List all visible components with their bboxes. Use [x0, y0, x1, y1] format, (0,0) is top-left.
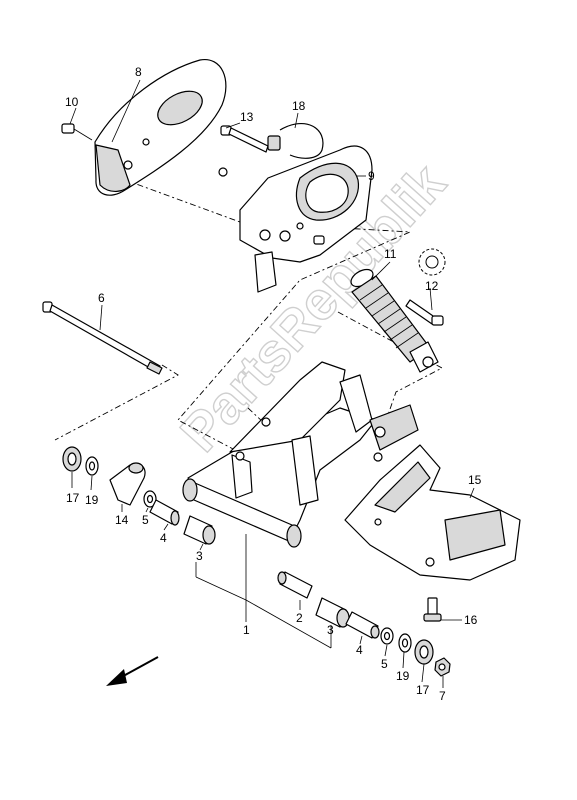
- callout-16: 16: [464, 613, 478, 627]
- clip-18: [267, 123, 324, 159]
- callout-11: 11: [384, 247, 397, 261]
- gear-sealant-icon: [418, 248, 446, 276]
- callout-19-right: 19: [396, 669, 410, 683]
- callout-14: 14: [115, 513, 129, 527]
- callout-4-right: 4: [356, 643, 363, 657]
- sleeve-4-left: [149, 499, 180, 526]
- callout-5-left: 5: [142, 513, 149, 527]
- guard-plate: [344, 444, 521, 581]
- front-arrow-icon: [106, 656, 159, 686]
- bushing-3-left: [183, 515, 216, 545]
- bolt-10: [61, 123, 93, 141]
- bushing-3-right: [315, 597, 350, 628]
- callout-19-left: 19: [85, 493, 99, 507]
- oil-seal-17-left: [62, 446, 82, 472]
- callout-labels: 8 10 13 18 9 11 12 6 17 19 14 5 4 3 1 2 …: [65, 65, 482, 703]
- rear-shock-absorber: [350, 268, 439, 373]
- swingarm: [182, 361, 419, 548]
- washer-5-right: [380, 627, 394, 645]
- callout-17-left: 17: [66, 491, 80, 505]
- callout-15: 15: [468, 473, 482, 487]
- callout-6: 6: [98, 291, 105, 305]
- callout-7: 7: [439, 689, 446, 703]
- nut-7: [434, 657, 451, 677]
- chain-guard: [218, 145, 373, 293]
- chain-cover: [94, 59, 227, 196]
- bolt-16: [423, 597, 442, 622]
- callout-13: 13: [240, 110, 254, 124]
- sleeve-4-right: [345, 611, 380, 639]
- pivot-bolt: [42, 301, 163, 375]
- callout-9: 9: [368, 169, 375, 183]
- callout-18: 18: [292, 99, 306, 113]
- washer-19-left: [85, 456, 99, 476]
- bolt-13: [220, 125, 269, 153]
- oil-seal-17-right: [414, 639, 434, 665]
- leader-lines: [69, 79, 475, 688]
- callout-3-right: 3: [327, 623, 334, 637]
- callout-10: 10: [65, 95, 79, 109]
- bolt-12: [405, 299, 444, 326]
- washer-5-left: [143, 490, 157, 508]
- callout-17-right: 17: [416, 683, 430, 697]
- callout-3-left: 3: [196, 549, 203, 563]
- callout-1: 1: [243, 623, 250, 637]
- washer-19-right: [398, 633, 412, 653]
- callout-2: 2: [296, 611, 303, 625]
- callout-12: 12: [425, 279, 439, 293]
- callout-5-right: 5: [381, 657, 388, 671]
- cap-14: [109, 462, 146, 506]
- callout-8: 8: [135, 65, 142, 79]
- callout-4-left: 4: [160, 531, 167, 545]
- sleeve-2: [277, 571, 313, 599]
